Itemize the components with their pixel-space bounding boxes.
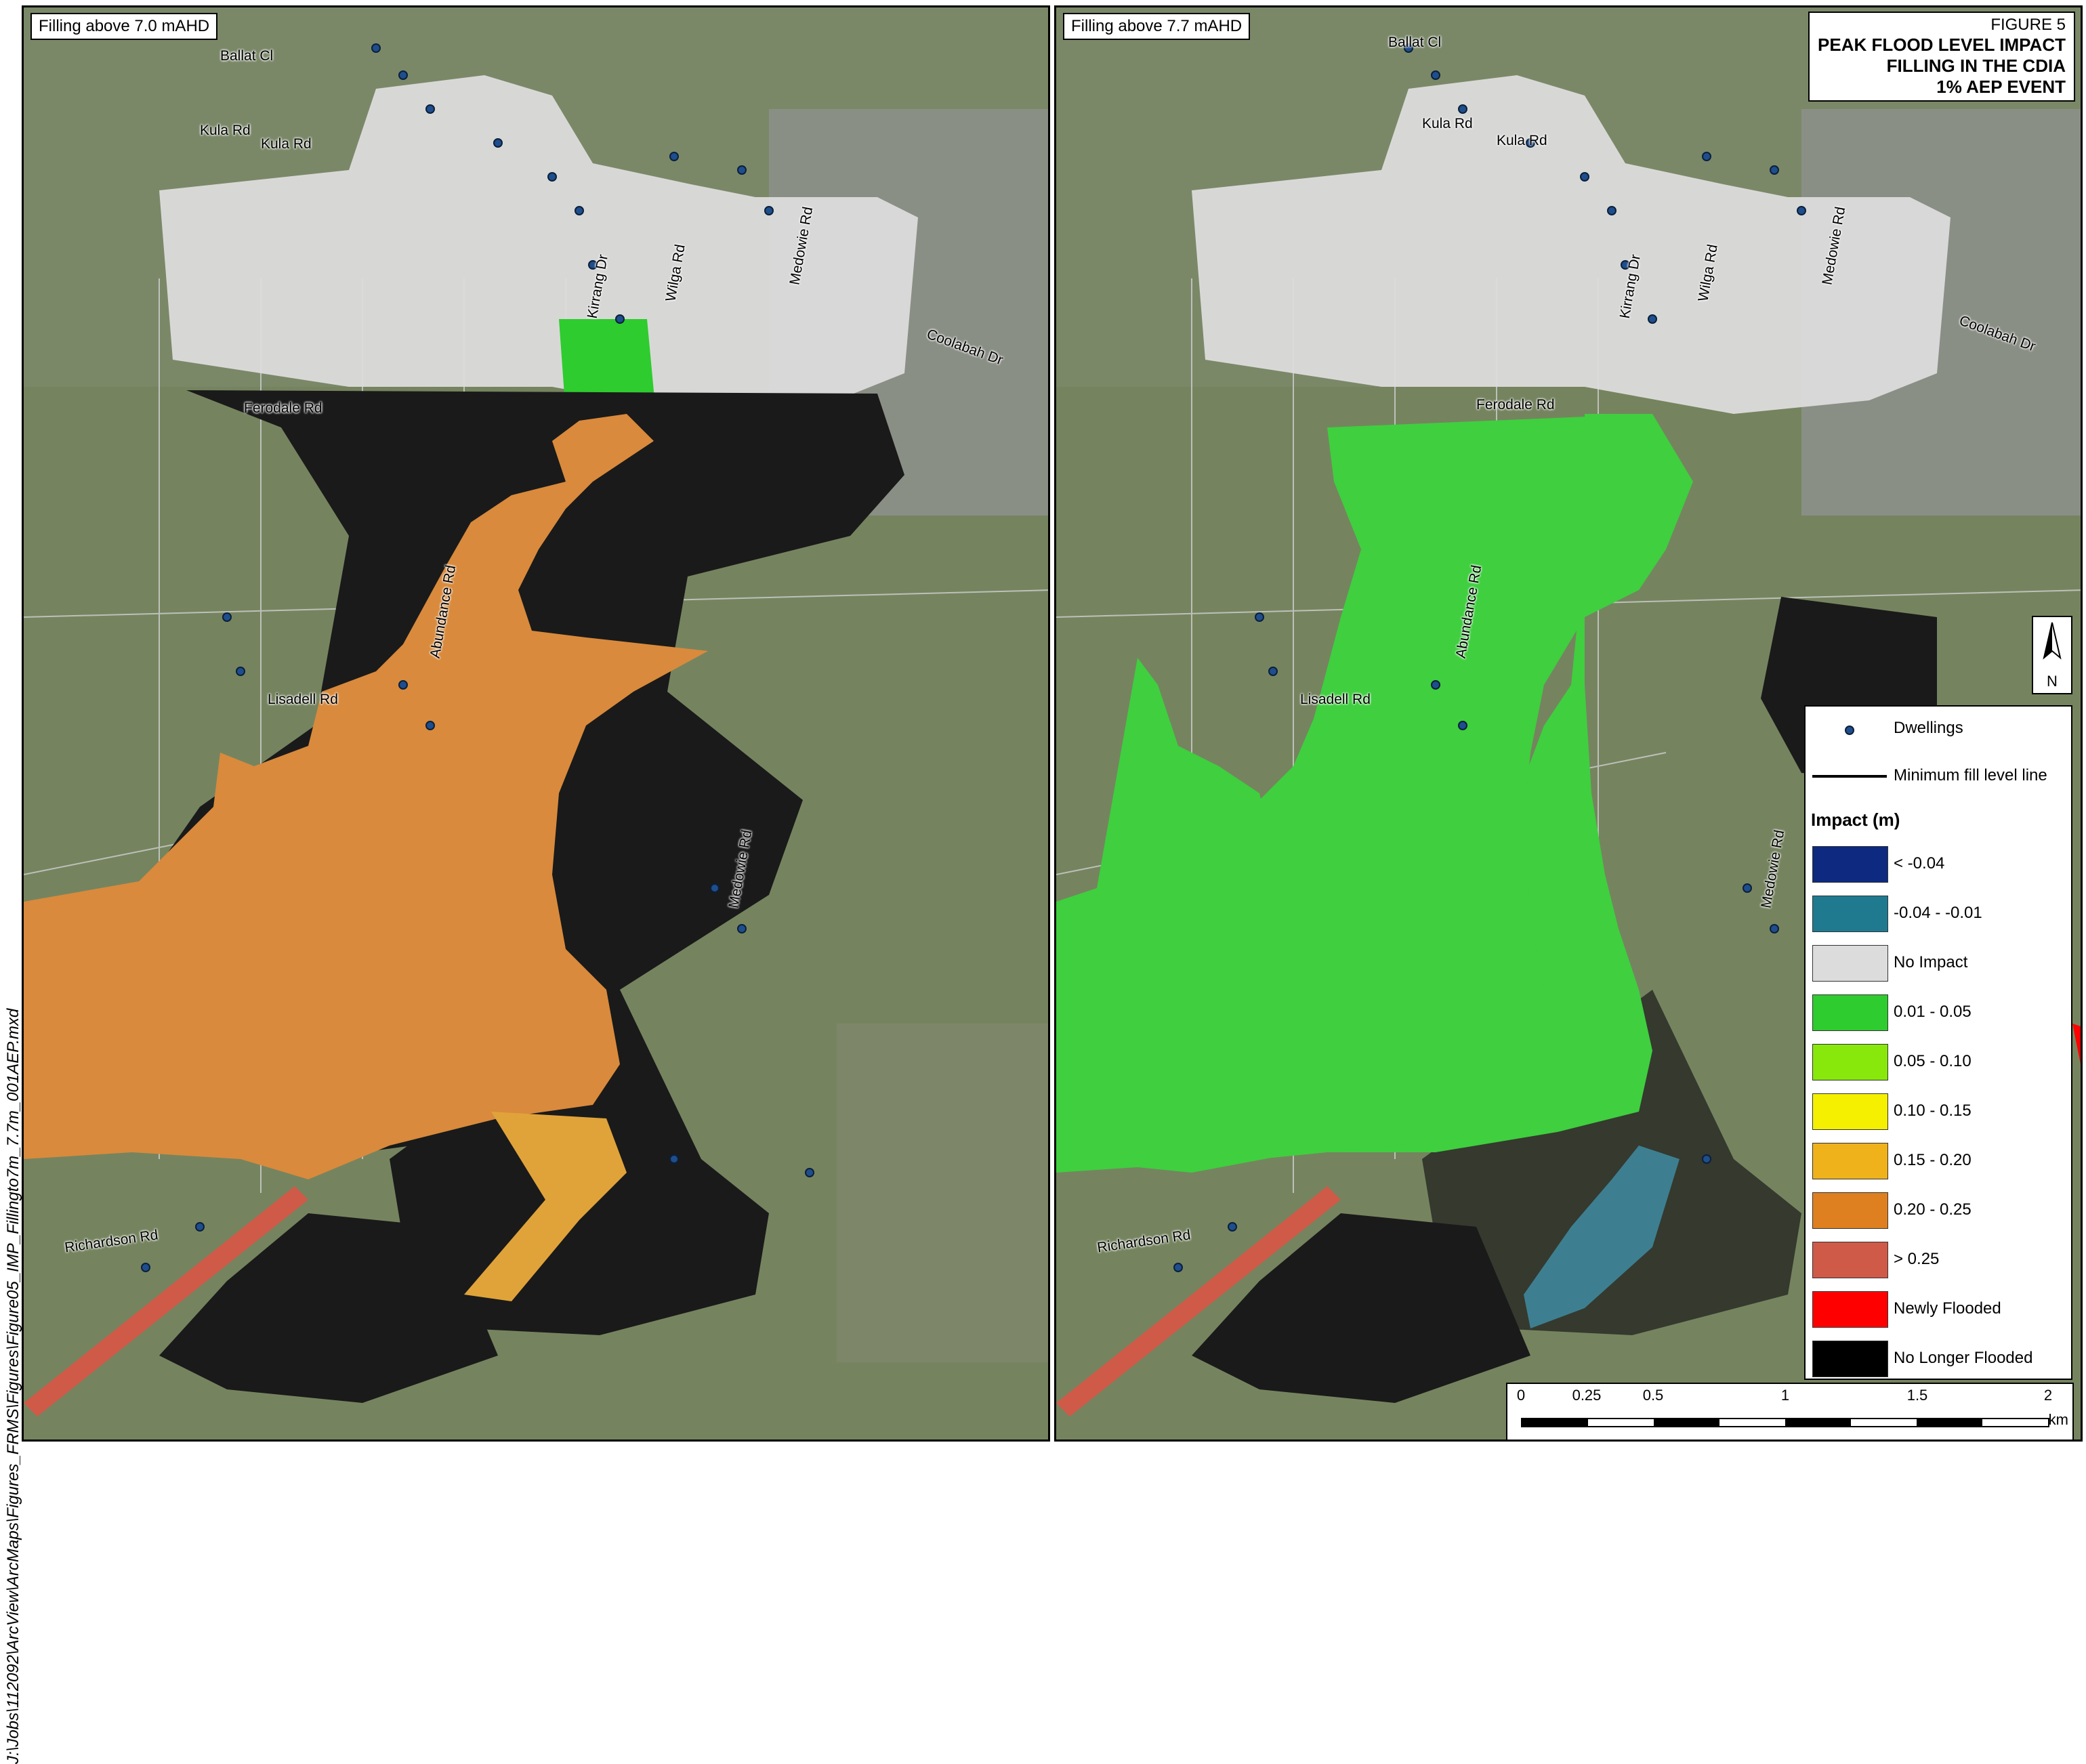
panel-label-right: Filling above 7.7 mAHD: [1063, 13, 1251, 40]
legend-swatch: [1812, 1242, 1888, 1278]
legend-row-impact: 0.01 - 0.05: [1806, 990, 2071, 1031]
legend-swatch: [1812, 846, 1888, 883]
road-label: Kula Rd: [1422, 116, 1473, 131]
legend-swatch: [1812, 1291, 1888, 1328]
legend-label: -0.04 - -0.01: [1894, 904, 1982, 922]
road-label: Lisadell Rd: [1300, 692, 1371, 707]
legend-label: 0.20 - 0.25: [1894, 1200, 1972, 1219]
north-arrow: N: [2032, 616, 2072, 694]
north-arrow-icon: [2043, 622, 2062, 660]
figure-title-box: FIGURE 5 PEAK FLOOD LEVEL IMPACT FILLING…: [1808, 12, 2075, 102]
road-label: Lisadell Rd: [268, 692, 338, 707]
dwelling-dot-icon: [1845, 726, 1854, 735]
legend-label: < -0.04: [1894, 854, 1945, 873]
legend-swatch: [1812, 896, 1888, 932]
legend-row-impact: 0.20 - 0.25: [1806, 1188, 2071, 1229]
figure-title-line1: PEAK FLOOD LEVEL IMPACT: [1818, 35, 2066, 55]
legend-row-impact: 0.10 - 0.15: [1806, 1089, 2071, 1130]
legend-swatch: [1812, 1341, 1888, 1377]
legend-swatch: [1812, 1044, 1888, 1080]
map-panel-left[interactable]: Filling above 7.0 mAHD Ballat Cl Kula Rd…: [22, 5, 1050, 1442]
scale-tick: 0: [1516, 1387, 1526, 1404]
legend-row-impact: -0.04 - -0.01: [1806, 891, 2071, 932]
scale-tick: 2: [2043, 1387, 2053, 1404]
map-canvas-left: [24, 7, 1048, 1440]
figure-title-line2: FILLING IN THE CDIA: [1886, 56, 2066, 76]
road-label: Ferodale Rd: [1476, 397, 1555, 413]
legend-row-impact: 0.15 - 0.20: [1806, 1139, 2071, 1179]
legend-label: No Impact: [1894, 953, 1968, 971]
legend-label: Newly Flooded: [1894, 1299, 2001, 1318]
legend-label: 0.10 - 0.15: [1894, 1101, 1972, 1120]
flood-impact-area-right-main: [1056, 414, 1693, 1173]
flood-impact-area-left: [24, 414, 708, 1179]
legend-row-impact: < -0.04: [1806, 842, 2071, 883]
road-label: Kula Rd: [1497, 133, 1547, 148]
legend-label: 0.05 - 0.10: [1894, 1052, 1972, 1070]
scale-tick: 0.25: [1572, 1387, 1602, 1404]
legend-row-impact: > 0.25: [1806, 1238, 2071, 1278]
scale-tick: 1.5: [1906, 1387, 1928, 1404]
north-label: N: [2047, 673, 2058, 690]
scale-tick: 0.5: [1642, 1387, 1664, 1404]
road-label: Kula Rd: [261, 136, 312, 152]
legend-swatch: [1812, 1143, 1888, 1179]
scale-bar: 0 0.25 0.5 1 1.5 2 km: [1506, 1383, 2074, 1440]
legend-label: 0.15 - 0.20: [1894, 1151, 1972, 1169]
legend-row-impact: No Impact: [1806, 941, 2071, 982]
legend-label: Dwellings: [1894, 719, 1963, 737]
road-label: Ballat Cl: [220, 48, 274, 64]
legend-label: > 0.25: [1894, 1250, 1940, 1268]
road-label: Kula Rd: [200, 123, 251, 138]
legend-row-dwellings: Dwellings: [1806, 707, 2071, 747]
legend-row-impact: No Longer Flooded: [1806, 1337, 2071, 1377]
fill-line-icon: [1812, 775, 1887, 778]
legend-row-fill-line: Minimum fill level line: [1806, 754, 2071, 795]
figure-number: FIGURE 5: [1990, 16, 2066, 34]
legend-swatch: [1812, 1192, 1888, 1229]
map-panel-right[interactable]: Filling above 7.7 mAHD Ballat Cl Kula Rd…: [1054, 5, 2083, 1442]
scale-bar-graphic: [1521, 1418, 2049, 1427]
legend-swatch: [1812, 994, 1888, 1031]
road-label: Ballat Cl: [1388, 35, 1442, 50]
panel-label-left: Filling above 7.0 mAHD: [30, 13, 218, 40]
legend-impact-heading: Impact (m): [1811, 810, 1900, 830]
map-canvas-right: [1056, 7, 2081, 1440]
legend-label: 0.01 - 0.05: [1894, 1003, 1972, 1021]
legend-swatch: [1812, 945, 1888, 982]
legend-row-impact: Newly Flooded: [1806, 1287, 2071, 1328]
file-path-label: J:\Jobs\112092\ArcView\ArcMaps\Figures_F…: [4, 1008, 22, 1764]
road-label: Ferodale Rd: [244, 400, 322, 416]
legend-label: Minimum fill level line: [1894, 766, 2047, 784]
map-legend: Dwellings Minimum fill level line Impact…: [1804, 705, 2072, 1380]
scale-unit: km: [2048, 1411, 2068, 1428]
legend-swatch: [1812, 1093, 1888, 1130]
legend-label: No Longer Flooded: [1894, 1349, 2033, 1367]
figure-title-line3: 1% AEP EVENT: [1936, 77, 2066, 97]
scale-tick: 1: [1780, 1387, 1790, 1404]
legend-row-impact: 0.05 - 0.10: [1806, 1040, 2071, 1080]
